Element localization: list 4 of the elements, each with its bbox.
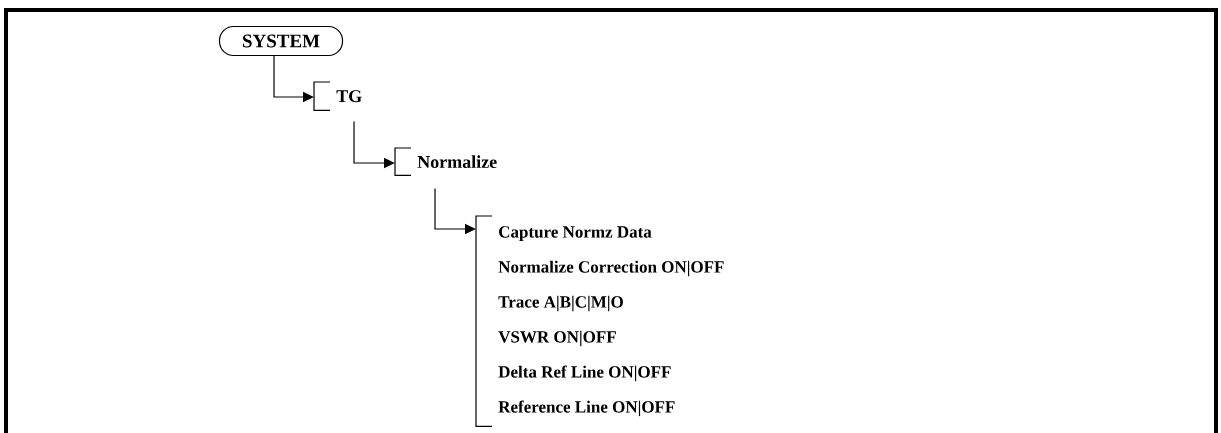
bracketed-list: Capture Normz Data Normalize Correction ON|OFF Trace A|B|C|M|O VSWR ON|OFF Delta Ref Line ON|OFF Reference Line ON|OFF — [475, 215, 724, 427]
bracketed-label: Normalize — [394, 147, 497, 176]
rounded-box: SYSTEM — [218, 25, 344, 57]
bracketed-label: TG — [313, 81, 362, 111]
